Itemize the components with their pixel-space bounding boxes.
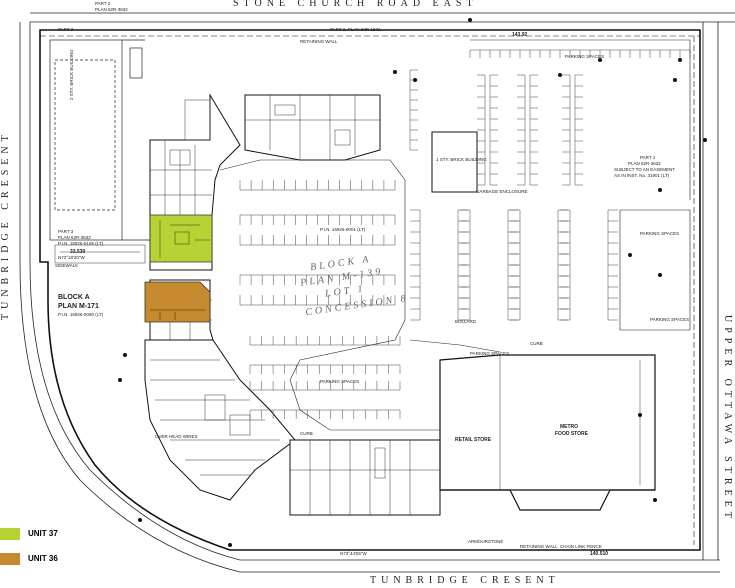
- site-marker: [118, 378, 122, 382]
- site-marker: [123, 353, 127, 357]
- bearing-west-label: N73°18'20"W: [58, 255, 85, 260]
- part3-label: PART 3: [58, 229, 74, 234]
- plan-62r-left-label: PLAN 62R-3632: [58, 235, 91, 240]
- food-store-label: FOOD STORE: [555, 431, 588, 437]
- site-marker: [468, 18, 472, 22]
- unit-37-swatch: [0, 528, 20, 540]
- curb-label-1: CURB: [530, 341, 543, 346]
- pin-west-label: P.I.N. 16926-0080 (LT): [58, 312, 104, 317]
- parking-label-4: PARKING SPACES: [640, 231, 680, 236]
- retaining-wall-label-2: RETAINING WALL: [520, 544, 558, 549]
- site-marker: [393, 70, 397, 74]
- south-strip-building: [289, 439, 441, 516]
- legend: UNIT 37 UNIT 36: [0, 525, 120, 575]
- site-markers: [118, 18, 707, 547]
- street-west: TUNBRIDGE CRESENT: [0, 130, 11, 320]
- parking-stalls: [239, 49, 691, 419]
- overhead-wires-label: OVER HEAD WIRES: [155, 434, 198, 439]
- legend-item-unit-36: UNIT 36: [0, 548, 120, 566]
- one-storey-label: 1 STY. BRICK BUILDING: [436, 157, 487, 162]
- property-boundary: [39, 29, 701, 551]
- parking-label-5: PARKING SPACES: [650, 317, 690, 322]
- legend-item-unit-37: UNIT 37: [0, 525, 120, 543]
- pin-main-label: P.I.N. 16926-0001 (LT): [320, 227, 366, 232]
- site-marker: [658, 273, 662, 277]
- west-parcel: [49, 39, 150, 241]
- unit-36-swatch: [0, 553, 20, 565]
- unit-37-label: UNIT 37: [28, 529, 58, 538]
- dim-south-label: 140.510: [590, 551, 609, 557]
- curbs: [219, 39, 691, 431]
- bollard-label: BOLLARD: [455, 319, 477, 324]
- parking-label-1: PARKING SPACES: [470, 351, 510, 356]
- part2-top-label: PART 2, PLAN 62R-1571: [330, 27, 381, 32]
- metro-label: METRO: [560, 424, 579, 430]
- north-building: [244, 94, 381, 161]
- unit-37-area: [149, 214, 213, 263]
- part-top-label: PART 3: [58, 27, 74, 32]
- retail-store-label: RETAIL STORE: [455, 437, 492, 443]
- site-marker: [413, 78, 417, 82]
- two-storey-label: 2 STY. BRICK BUILDING: [69, 49, 74, 100]
- parking-label-2: PARKING SPACES: [320, 379, 360, 384]
- plan-east-label: PLAN 62R-3632: [628, 161, 661, 166]
- block-a-west-label: BLOCK A: [58, 294, 90, 301]
- site-marker: [703, 138, 707, 142]
- instrument-label: AS IN INST. No. 31901 (LT): [614, 173, 670, 178]
- site-marker: [673, 78, 677, 82]
- dim-north-label: 143.92: [512, 32, 528, 38]
- site-marker: [558, 73, 562, 77]
- site-marker: [678, 58, 682, 62]
- curb-label-2: CURB: [300, 431, 313, 436]
- site-marker: [658, 188, 662, 192]
- street-south: TUNBRIDGE CRESENT: [370, 575, 560, 586]
- road-edges: [19, 12, 735, 573]
- site-marker: [138, 518, 142, 522]
- street-north: STONE CHURCH ROAD EAST: [233, 0, 478, 9]
- garbage-label: GARBAGE ENCLOSURE: [476, 189, 528, 194]
- bearing-south-label: N73°44'55"W: [340, 551, 367, 556]
- site-marker: [628, 253, 632, 257]
- part1-east-label: PART 1: [640, 155, 656, 160]
- site-marker: [598, 58, 602, 62]
- retaining-wall-label-1: RETAINING WALL: [300, 39, 338, 44]
- easement-label: SUBJECT TO AN EASEMENT: [614, 167, 676, 172]
- chain-link-label: CHAIN LINK FENCE: [560, 544, 602, 549]
- boundary-dashes: [40, 35, 700, 545]
- brick-building-one-storey: [431, 131, 478, 193]
- unit-36-label: UNIT 36: [28, 554, 58, 563]
- pin-part3-label: P.I.N. 16926-0165 (LT): [58, 241, 104, 246]
- site-marker: [228, 543, 232, 547]
- dim-west-label: 33.530: [70, 249, 86, 255]
- plan-west-label: PLAN M-171: [58, 303, 99, 310]
- street-east: UPPER OTTAWA STREET: [722, 315, 733, 523]
- unit-36-area: [144, 281, 211, 323]
- sidewalk-label: SIDEWALK: [55, 263, 79, 268]
- armourstone-label: ARMOURSTONE: [468, 539, 504, 544]
- site-marker: [653, 498, 657, 502]
- metro-store-building: [439, 354, 656, 511]
- site-marker: [638, 413, 642, 417]
- plan-62r-top-label: PLAN 62R-3632: [95, 7, 128, 12]
- parking-label-3: PARKING SPACES: [565, 54, 605, 59]
- part2-label: PART 2: [95, 1, 111, 6]
